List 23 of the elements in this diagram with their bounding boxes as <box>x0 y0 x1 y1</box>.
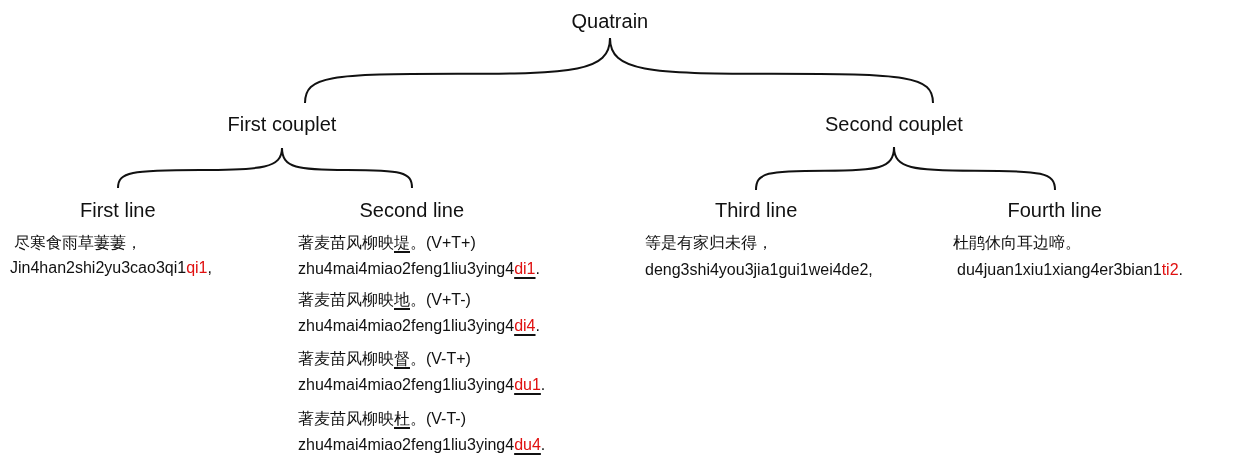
pinyin-line: deng3shi4you3jia1gui1wei4de2, <box>645 260 873 280</box>
heading-text: Fourth line <box>1007 198 1102 222</box>
brace-connector <box>893 146 1056 191</box>
brace-connector <box>609 37 934 104</box>
hanzi-line: 杜鹃休向耳边啼。 <box>953 233 1081 253</box>
pinyin-line: zhu4mai4miao2feng1liu3ying4du4. <box>298 435 546 455</box>
hanzi-line: 等是有家归未得， <box>645 233 773 253</box>
hanzi-line: 尽寒食雨草萋萋， <box>14 233 142 253</box>
pinyin-line: Jin4han2shi2yu3cao3qi1qi1, <box>10 258 212 278</box>
heading-text: Third line <box>715 198 798 222</box>
hanzi-line: 著麦苗风柳映地。(V+T-) <box>298 290 471 310</box>
hanzi-line: 著麦苗风柳映堤。(V+T+) <box>298 233 476 253</box>
hanzi-line: 著麦苗风柳映督。(V-T+) <box>298 349 471 369</box>
heading-text: First line <box>80 198 156 222</box>
pinyin-line: zhu4mai4miao2feng1liu3ying4du1. <box>298 375 546 395</box>
pinyin-line: zhu4mai4miao2feng1liu3ying4di4. <box>298 316 540 336</box>
pinyin-line: du4juan1xiu1xiang4er3bian1ti2. <box>957 260 1183 280</box>
heading-text: Quatrain <box>571 9 649 33</box>
pinyin-line: zhu4mai4miao2feng1liu3ying4di1. <box>298 259 540 279</box>
hanzi-line: 著麦苗风柳映杜。(V-T-) <box>298 409 466 429</box>
heading-text: Second line <box>359 198 465 222</box>
heading-text: First couplet <box>227 112 337 136</box>
heading-text: Second couplet <box>825 112 963 136</box>
